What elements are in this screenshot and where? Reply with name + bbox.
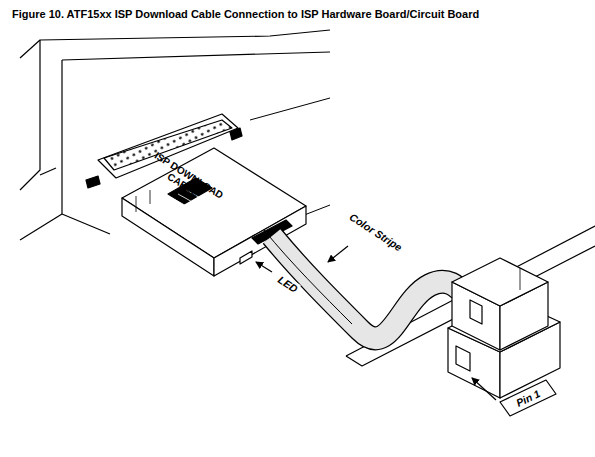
callout-label: Color Stripe: [347, 210, 406, 254]
figure-title: Figure 10. ATF15xx ISP Download Cable Co…: [12, 8, 479, 20]
